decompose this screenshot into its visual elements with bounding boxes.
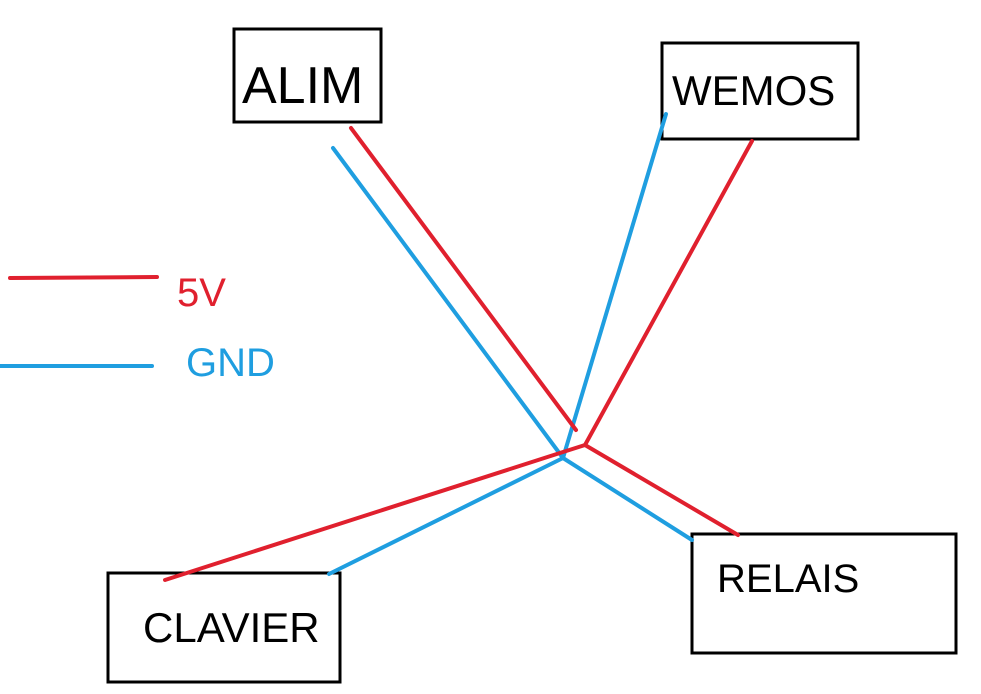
wemos-box: WEMOS	[660, 41, 860, 141]
relais-label: RELAIS	[717, 557, 859, 601]
relais-5v-wire	[583, 443, 740, 537]
alim-5v-wire	[349, 126, 578, 432]
relais-gnd-wire	[561, 456, 694, 542]
clavier-box: CLAVIER	[106, 571, 342, 684]
wemos-5v-wire	[583, 139, 754, 447]
relais-box: RELAIS	[690, 532, 958, 655]
legend-5v-line	[8, 275, 159, 280]
alim-label: ALIM	[242, 57, 363, 115]
legend-gnd-label: GND	[186, 341, 275, 385]
wemos-label: WEMOS	[672, 67, 835, 114]
clavier-gnd-wire	[327, 456, 565, 576]
alim-gnd-wire	[331, 146, 565, 460]
clavier-label: CLAVIER	[143, 604, 320, 651]
power-wires	[163, 126, 754, 582]
clavier-5v-wire	[163, 443, 587, 582]
alim-box: ALIM	[232, 27, 383, 124]
legend: 5V GND	[0, 271, 275, 385]
wemos-gnd-wire	[561, 112, 668, 460]
gnd-wires	[327, 112, 694, 576]
legend-5v-label: 5V	[177, 271, 226, 315]
